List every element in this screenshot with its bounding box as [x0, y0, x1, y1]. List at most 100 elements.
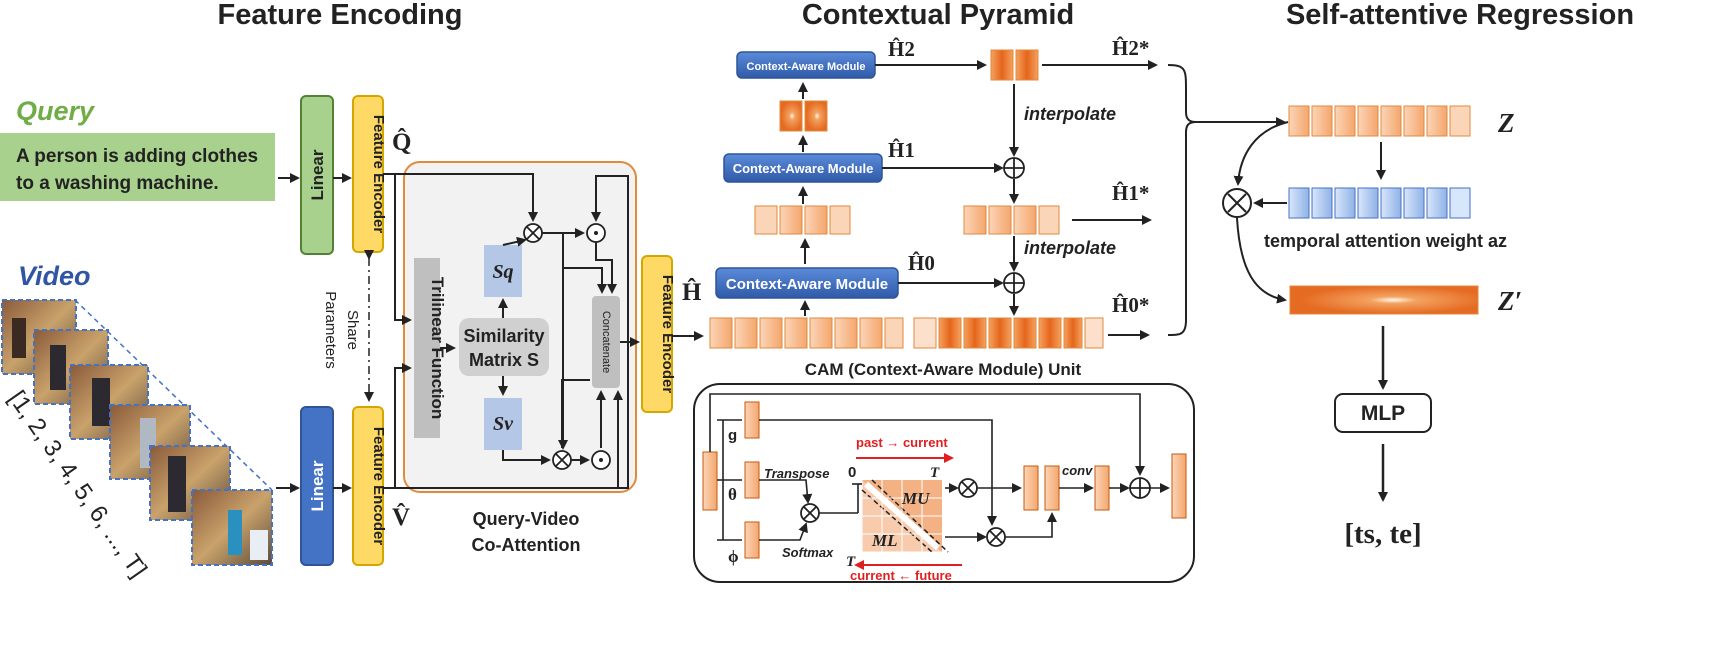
parameters-label: Parameters	[322, 291, 339, 369]
h1-star-label: Ĥ1*	[1112, 181, 1149, 205]
past-current-label: past → current	[856, 435, 948, 450]
cam-level-0-label: Context-Aware Module	[726, 276, 888, 293]
title-self-attentive-regression: Self-attentive Regression	[1286, 0, 1634, 31]
multiply-op-bottom	[552, 450, 572, 470]
sq-block	[484, 245, 522, 297]
cam-multiply-op-lower	[986, 527, 1006, 547]
z-sequence	[1288, 105, 1471, 137]
matrix-t-top-label: T	[930, 465, 940, 481]
trilinear-function-label: Trilinear Function	[428, 277, 447, 420]
cam-phi-block	[744, 521, 760, 559]
concatenate-label: Concatenate	[600, 311, 612, 373]
attention-weight-label: temporal attention weight az	[1264, 231, 1507, 251]
interpolate-label-upper: interpolate	[1024, 104, 1116, 124]
cam-level-2-label: Context-Aware Module	[747, 61, 866, 73]
video-frames	[1, 299, 273, 566]
cam-unit-connectors	[709, 393, 1170, 542]
attention-weight-sequence	[1288, 187, 1471, 219]
hadamard-op-top	[586, 223, 606, 243]
similarity-matrix-block	[459, 318, 549, 376]
video-frame-6	[191, 489, 273, 566]
cam-g-label: g	[728, 427, 737, 444]
mlp-block	[1334, 393, 1432, 433]
cam-input-block	[702, 451, 718, 511]
arrow-z-multiply	[1233, 121, 1289, 186]
feature-encoder-video-label: Feature Encoder	[370, 427, 387, 546]
multiply-op-top	[523, 223, 543, 243]
attention-matrix	[861, 479, 949, 553]
mlp-label: MLP	[1361, 402, 1405, 425]
h0-cam-output	[754, 205, 851, 235]
v-hat-label: V̂	[392, 503, 410, 531]
coattention-caption-line1: Query-Video	[473, 509, 580, 529]
current-future-label: current ← future	[850, 568, 952, 583]
plus-op-level1	[1003, 157, 1025, 179]
trilinear-function-block	[414, 258, 440, 438]
coattention-caption-line2: Co-Attention	[472, 535, 581, 555]
cam-multiply-op	[800, 503, 820, 523]
linear-video-label: Linear	[308, 460, 327, 511]
cam-theta-label: θ	[728, 485, 737, 504]
cam-conv-block	[1094, 465, 1110, 511]
matrix-zero-label: 0	[848, 464, 856, 481]
z-label: Z	[1497, 108, 1515, 138]
sv-block	[484, 398, 522, 450]
title-contextual-pyramid: Contextual Pyramid	[802, 0, 1074, 31]
pyramid-brace	[1167, 64, 1197, 336]
cam-concat-block-b	[1044, 465, 1060, 511]
video-label: Video	[18, 261, 91, 291]
hadamard-op-bottom	[591, 450, 611, 470]
matrix-t-bottom-label: T	[846, 554, 856, 570]
matrix-ml-label: ML	[871, 531, 898, 550]
arrow-multiply-zprime	[1236, 217, 1287, 304]
h-feature-sequence	[709, 317, 904, 349]
feature-encoder-query-label: Feature Encoder	[370, 115, 387, 234]
cam-unit-container	[693, 383, 1195, 583]
query-text-line1: A person is adding clothes	[16, 146, 258, 167]
matrix-mu-label: MU	[901, 489, 930, 508]
query-text-line2: to a washing machine.	[16, 173, 219, 194]
feature-encoder-video	[352, 406, 384, 566]
linear-video-block	[300, 406, 334, 566]
query-label: Query	[16, 96, 96, 126]
cam-level-1-label: Context-Aware Module	[733, 161, 874, 176]
feature-encoder-fused-label: Feature Encoder	[659, 275, 676, 394]
feature-encoder-fused	[641, 255, 673, 413]
cam-conv-label: conv	[1062, 463, 1093, 478]
share-label: Share	[344, 310, 361, 350]
h1-cam-output	[779, 100, 828, 132]
coattention-connectors	[383, 173, 640, 489]
interpolate-label-lower: interpolate	[1024, 238, 1116, 258]
h2-star-sequence	[990, 49, 1039, 81]
cam-phi-label: ϕ	[728, 547, 739, 566]
z-prime-block	[1289, 285, 1479, 315]
title-feature-encoding: Feature Encoding	[218, 0, 463, 31]
h0-star-label: Ĥ0*	[1112, 293, 1149, 317]
sv-label: Sv	[493, 413, 514, 435]
cam-output-block	[1171, 453, 1187, 519]
h-hat-label: Ĥ	[682, 278, 702, 306]
cam-theta-block	[744, 461, 760, 499]
h1-label: Ĥ1	[888, 138, 915, 162]
similarity-matrix-line1: Similarity	[463, 326, 544, 346]
concatenate-block	[592, 296, 620, 388]
query-text-box	[0, 133, 275, 201]
q-hat-label: Q̂	[392, 128, 411, 156]
similarity-matrix-line2: Matrix S	[469, 350, 539, 370]
cam-plus-op	[1129, 477, 1151, 499]
sq-label: Sq	[492, 261, 513, 283]
linear-query-label: Linear	[308, 149, 327, 200]
h1-star-sequence	[963, 205, 1060, 235]
video-frame-3	[69, 364, 149, 440]
cam-unit-title: CAM (Context-Aware Module) Unit	[805, 360, 1082, 379]
linear-query-block	[300, 95, 334, 255]
cam-g-block	[744, 401, 760, 439]
regression-multiply-op	[1222, 188, 1252, 218]
cam-multiply-op-upper	[958, 478, 978, 498]
h2-star-label: Ĥ2*	[1112, 36, 1149, 60]
plus-op-level0	[1003, 272, 1025, 294]
z-prime-label: Z′	[1497, 286, 1522, 316]
cam-concat-block-a	[1023, 465, 1039, 511]
h2-label: Ĥ2	[888, 37, 915, 61]
